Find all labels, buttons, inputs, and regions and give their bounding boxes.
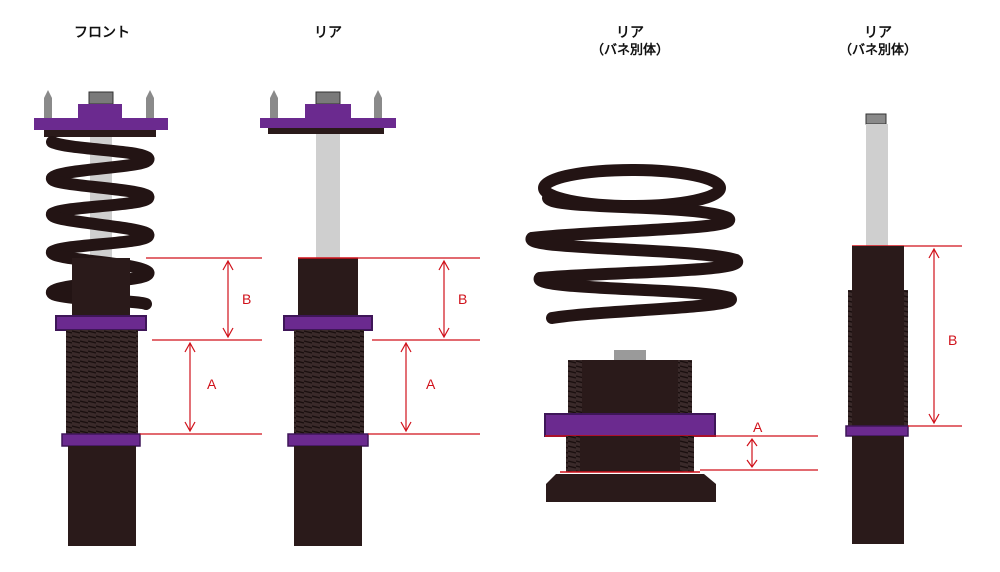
rear-separate-dimensions — [700, 435, 818, 471]
rear-separate-adjust-ring — [544, 413, 716, 437]
rear-lock-ring — [287, 433, 369, 447]
rear-damper-body — [852, 246, 904, 426]
rear-upper-mount-plate — [260, 118, 396, 128]
rear-stud-right-icon — [374, 90, 382, 118]
upper-mount-plate — [34, 118, 168, 130]
lower-spring-seat — [55, 315, 147, 331]
upper-spring-seat — [44, 130, 156, 137]
rear-upper-mount-base — [268, 128, 384, 134]
rear-dim-b-label: B — [458, 291, 467, 307]
title-rear: リア — [314, 25, 342, 41]
title-rear-separate-main: リア — [616, 25, 644, 41]
title-rear-separate-2-main: リア — [864, 25, 892, 41]
rear-top-mount-upper — [305, 104, 351, 118]
rear-strut — [260, 90, 396, 546]
front-dimensions — [140, 257, 262, 435]
front-strut — [34, 90, 168, 546]
rear-stud-left-icon — [270, 90, 278, 118]
rear-damper-lock-ring — [845, 425, 909, 437]
rear-separate-damper — [845, 113, 909, 544]
title-rear-separate-2: リア （バネ別体） — [818, 24, 938, 60]
rear-dim-a-label: A — [426, 376, 436, 392]
rear-separate-stud — [614, 350, 646, 360]
front-threaded-body — [66, 330, 138, 434]
rear-separate-lower-core — [580, 436, 680, 472]
rear-lower-bracket — [294, 446, 362, 546]
title-rear-separate-2-sub: （バネ別体） — [838, 43, 917, 58]
title-rear-separate: リア （バネ別体） — [570, 24, 690, 60]
rear-damper-top-cap — [865, 113, 887, 125]
title-rear-separate-sub: （バネ別体） — [590, 43, 669, 58]
rear-separate-spring — [525, 164, 744, 324]
rear-upper-body — [298, 258, 358, 318]
front-dim-a-label: A — [207, 376, 217, 392]
front-lock-ring — [61, 433, 141, 447]
rear-separate-dim-a-label: A — [753, 419, 763, 435]
rear-damper-dimensions — [904, 245, 962, 427]
rear-separate-upper-core — [582, 360, 678, 414]
stud-left-icon — [44, 90, 52, 118]
front-lower-bracket — [68, 446, 136, 546]
rear-damper-lower-body — [852, 436, 904, 544]
rear-separate-base — [546, 474, 716, 502]
front-upper-body — [72, 258, 130, 318]
front-dim-b-label: B — [242, 291, 251, 307]
rear-piston-rod — [316, 134, 340, 258]
rear-damper-dim-b-label: B — [948, 332, 957, 348]
rear-damper-rod — [866, 124, 888, 246]
rear-separate-damper-seat — [544, 350, 716, 502]
stud-right-icon — [146, 90, 154, 118]
rear-threaded-body — [294, 330, 364, 434]
rear-top-nut — [315, 91, 341, 105]
top-nut — [88, 91, 114, 105]
rear-spring-seat — [283, 315, 373, 331]
title-front: フロント — [74, 25, 130, 41]
top-mount-upper — [78, 104, 122, 118]
rear-dimensions — [358, 257, 480, 435]
